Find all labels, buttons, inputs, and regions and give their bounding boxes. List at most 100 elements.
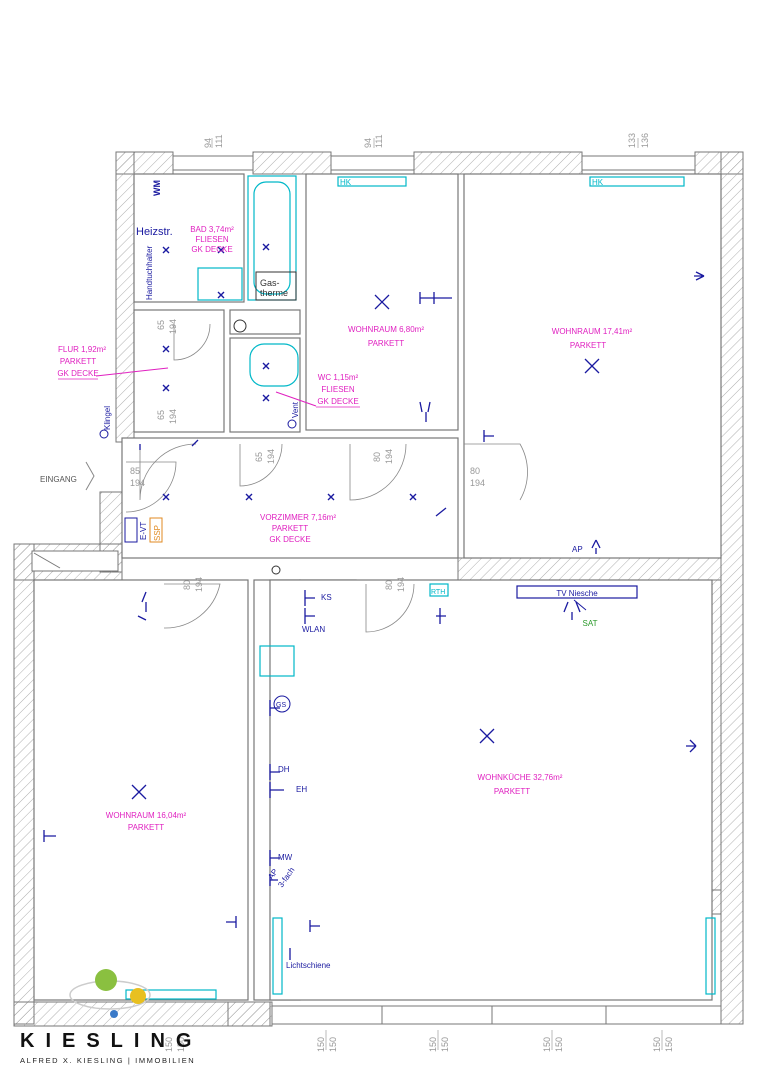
toilet-wc	[249, 343, 299, 387]
washbasin-bad	[197, 267, 243, 301]
ceiling-lights	[131, 294, 600, 800]
gastherme-box	[255, 271, 297, 301]
room-wc-name: WC 1,15m²	[318, 373, 359, 382]
door-bad	[173, 323, 211, 361]
radiator-small	[337, 176, 407, 187]
dim-win-3a: 150	[542, 1037, 552, 1052]
eingang-arrow-icon	[85, 461, 95, 491]
dim-wc-b: 194	[266, 449, 276, 464]
room-wohnraum-small-floor: PARKETT	[368, 339, 404, 348]
door-flur	[139, 443, 197, 501]
fixtures	[125, 175, 716, 1000]
spot-lights	[162, 243, 417, 501]
room-wohnraum-left-name: WOHNRAUM 16,04m²	[106, 811, 187, 820]
flur-leader	[95, 367, 169, 377]
dim-right-a: 80	[470, 466, 480, 476]
room-wc-ceiling: GK DECKE	[317, 397, 358, 406]
room-wohnkueche-floor: PARKETT	[494, 787, 530, 796]
gs-circle-icon	[273, 695, 291, 713]
wall-top-c	[413, 151, 583, 175]
brand-name: KIESLING	[20, 1030, 203, 1052]
dim-bot-2b: 194	[396, 577, 406, 592]
room-vorzimmer-ceiling: GK DECKE	[269, 535, 310, 544]
klingel-label: Klingel	[103, 406, 112, 430]
dim-top-1b: 111	[214, 134, 224, 148]
klingel-icon	[99, 429, 109, 439]
dim-wc-a: 65	[254, 452, 264, 462]
ap-label-right: AP	[572, 545, 583, 554]
room-vorzimmer-name: VORZIMMER 7,16m²	[260, 513, 336, 522]
dim-top-1a: 94	[203, 138, 213, 148]
exterior-walls	[13, 151, 744, 1027]
room-bad-ceiling: GK DECKE	[191, 245, 232, 254]
door-wohnraum	[349, 443, 407, 501]
tv-nische-box	[516, 585, 638, 599]
dim-entr-a: 85	[130, 466, 140, 476]
dim-right-b: 194	[470, 478, 485, 488]
evt-box	[124, 517, 138, 543]
shaft-icon	[271, 565, 281, 575]
gastherme-label-1: Gas-	[260, 278, 280, 288]
dim-win-5b: 150	[176, 1037, 186, 1052]
hk-label-small: HK	[340, 178, 352, 187]
room-wohnraum-left-floor: PARKETT	[128, 823, 164, 832]
radiator-large	[589, 176, 685, 187]
wlan-label: WLAN	[302, 625, 325, 634]
ssp-label: SSP	[153, 525, 162, 541]
door-swings	[125, 323, 528, 633]
windows	[172, 155, 722, 1025]
brand-subtitle: ALFRED X. KIESLING | IMMOBILIEN	[20, 1056, 196, 1065]
eh-label: EH	[296, 785, 307, 794]
dim-bot-1b: 194	[194, 577, 204, 592]
room-vorzimmer-floor: PARKETT	[272, 524, 308, 533]
wall-bottom-pier	[227, 1001, 271, 1027]
room-flur-floor: PARKETT	[60, 357, 96, 366]
dim-win-5a: 150	[164, 1037, 174, 1052]
mw-label: MW	[278, 853, 293, 862]
dimension-ticks	[211, 138, 663, 1050]
rth-box	[429, 583, 449, 597]
room-wohnraum-right-name: WOHNRAUM 17,41m²	[552, 327, 633, 336]
radiator-kitchen-left	[272, 917, 283, 995]
dim-win-2b: 150	[440, 1037, 450, 1052]
kiesling-logo-icon	[69, 969, 151, 1018]
evt-label: E-VT	[139, 522, 148, 540]
dim-win-4a: 150	[652, 1037, 662, 1052]
ssp-box	[149, 517, 163, 543]
dim-flur-2b: 194	[168, 409, 178, 424]
outlets	[43, 271, 705, 960]
dim-entr-b: 194	[130, 478, 145, 488]
gs-label: GS	[276, 702, 286, 709]
wall-left-upper	[115, 151, 135, 443]
room-bad-floor: FLIESEN	[195, 235, 229, 244]
dim-flur-1a: 65	[156, 320, 166, 330]
lichtschiene-label: Lichtschiene	[286, 961, 331, 970]
hk-label-large: HK	[592, 178, 604, 187]
room-wohnraum-right-floor: PARKETT	[570, 341, 606, 350]
dim-win-1a: 150	[316, 1037, 326, 1052]
vent-label: Vent	[291, 401, 300, 418]
dim-bot-2a: 80	[384, 580, 394, 590]
wall-right	[720, 151, 744, 1025]
dim-win-2a: 150	[428, 1037, 438, 1052]
room-flur-ceiling: GK DECKE	[57, 369, 98, 378]
dim-top-3b: 136	[640, 133, 650, 148]
rth-label: RTH	[431, 589, 445, 596]
dh-label: DH	[278, 765, 290, 774]
dim-wr-a: 80	[372, 452, 382, 462]
interior-walls	[33, 173, 722, 1001]
wc-leader	[275, 391, 317, 407]
dim-win-4b: 150	[664, 1037, 674, 1052]
dim-top-3a: 133	[627, 133, 637, 148]
radiator-kitchen-right	[705, 917, 716, 995]
bathtub-inner	[253, 181, 291, 295]
dim-win-3b: 150	[554, 1037, 564, 1052]
drain-icon	[233, 319, 247, 333]
dim-wr-b: 194	[384, 449, 394, 464]
door-kitchen	[365, 583, 415, 633]
left-niche	[31, 550, 119, 572]
wall-kitchen-right	[711, 579, 722, 891]
room-wc-floor: FLIESEN	[321, 385, 355, 394]
room-wohnraum-small-name: WOHNRAUM 6,80m²	[348, 325, 424, 334]
